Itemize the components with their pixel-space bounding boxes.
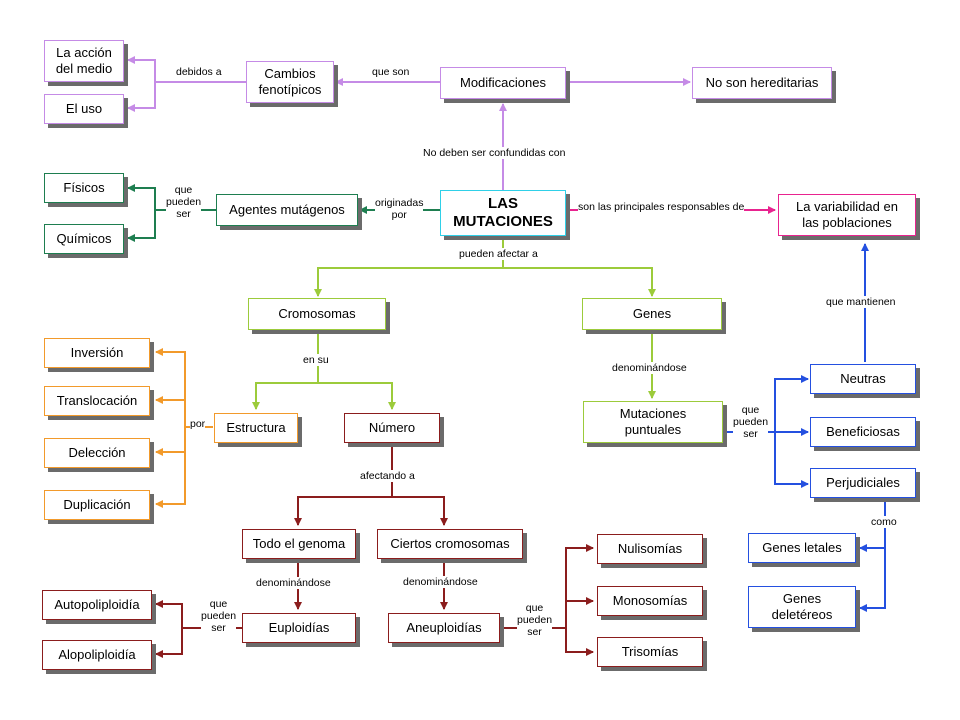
label-no-confundidas: No deben ser confundidas con	[423, 147, 566, 159]
node-modificaciones: Modificaciones	[440, 67, 566, 99]
label-que-son: que son	[372, 66, 410, 78]
node-aneuploidias: Aneuploidías	[388, 613, 500, 643]
edge-numero-ciertos	[392, 496, 448, 526]
label-como: como	[871, 516, 897, 528]
label-responsables: son las principales responsables de	[578, 201, 745, 213]
node-alopoliploidia: Alopoliploidía	[42, 640, 152, 670]
edge-euploidias-alo	[155, 628, 183, 658]
node-ciertos-cromosomas: Ciertos cromosomas	[377, 529, 523, 559]
node-estructura: Estructura	[214, 413, 298, 443]
label-afectando-a: afectando a	[360, 470, 415, 482]
node-neutras: Neutras	[810, 364, 916, 394]
node-variabilidad: La variabilidad en las poblaciones	[778, 194, 916, 236]
label-por: por	[190, 418, 206, 430]
edge-cambios-accion	[127, 56, 246, 83]
label-originadas-por: originadas por	[375, 197, 424, 221]
node-delecion: Delección	[44, 438, 150, 468]
node-trisomias: Trisomías	[597, 637, 703, 667]
label-denominandose-ciertos: denominándose	[403, 576, 478, 588]
edge-cromosomas-numero	[318, 382, 396, 410]
node-quimicos: Químicos	[44, 224, 124, 254]
edge-numero-split	[294, 446, 393, 526]
node-no-hereditarias: No son hereditarias	[692, 67, 832, 99]
label-que-pueden-ser-aneuploidias: que pueden ser	[517, 602, 553, 638]
node-fisicos: Físicos	[44, 173, 124, 203]
node-nulisomias: Nulisomías	[597, 534, 703, 564]
label-que-pueden-ser-euploidias: que pueden ser	[201, 598, 237, 634]
node-genes-letales: Genes letales	[748, 533, 856, 563]
node-mutaciones-puntuales: Mutaciones puntuales	[583, 401, 723, 443]
label-pueden-afectar: pueden afectar a	[459, 248, 538, 260]
edge-estructura-duplicacion	[155, 452, 186, 508]
edge-perjudiciales-deletereos	[859, 548, 886, 612]
label-denominandose-todo: denominándose	[256, 577, 331, 589]
node-monosomias: Monosomías	[597, 586, 703, 616]
node-genes: Genes	[582, 298, 722, 330]
node-mutaciones: LAS MUTACIONES	[440, 190, 566, 236]
node-accion-medio: La acción del medio	[44, 40, 124, 82]
node-todo-genoma: Todo el genoma	[242, 529, 356, 559]
label-debidos-a: debidos a	[176, 66, 222, 78]
label-que-pueden-ser-agentes: que pueden ser	[166, 184, 202, 220]
node-inversion: Inversión	[44, 338, 150, 368]
node-beneficiosas: Beneficiosas	[810, 417, 916, 447]
label-denominandose-genes: denominándose	[612, 362, 687, 374]
node-genes-deletereos: Genes deletéreos	[748, 586, 856, 628]
node-agentes-mutagenos: Agentes mutágenos	[216, 194, 358, 226]
node-translocacion: Translocación	[44, 386, 150, 416]
node-autopoliploidia: Autopoliploidía	[42, 590, 152, 620]
node-perjudiciales: Perjudiciales	[810, 468, 916, 498]
node-duplicacion: Duplicación	[44, 490, 150, 520]
node-cromosomas: Cromosomas	[248, 298, 386, 330]
edge-mutaciones-genes	[503, 267, 656, 297]
edge-puntuales-perjudiciales	[774, 432, 809, 488]
edge-aneuploidias-tri	[565, 628, 594, 656]
edge-agentes-quimicos	[127, 210, 156, 242]
edge-mutaciones-split	[314, 238, 504, 297]
label-que-pueden-ser-puntuales: que pueden ser	[733, 404, 769, 440]
edge-estructura-inversion	[155, 348, 213, 428]
edge-cromosomas-estructura	[252, 331, 319, 410]
node-euploidias: Euploidías	[242, 613, 356, 643]
label-en-su: en su	[303, 354, 329, 366]
edge-cambios-uso	[127, 82, 156, 112]
node-uso: El uso	[44, 94, 124, 124]
node-numero: Número	[344, 413, 440, 443]
label-que-mantienen: que mantienen	[826, 296, 896, 308]
edge-estructura-delecion	[155, 427, 186, 456]
node-cambios-fenotipicos: Cambios fenotípicos	[246, 61, 334, 103]
